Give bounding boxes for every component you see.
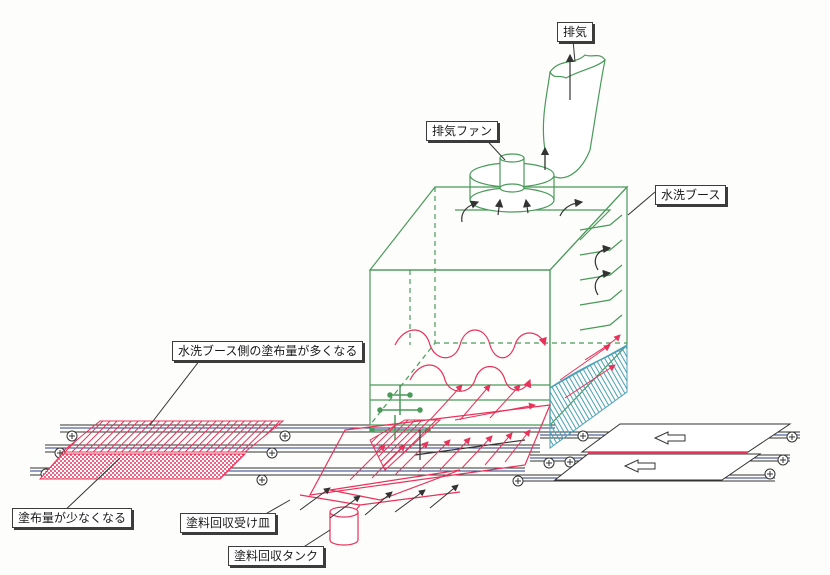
recovery-dark-arrows — [299, 484, 459, 519]
label-recovery-tank: 塗料回収タンク — [228, 546, 325, 566]
spray-gun-rig — [369, 385, 431, 440]
label-less-coating: 塗布量が少なくなる — [12, 508, 133, 528]
exhaust-duct — [542, 54, 606, 179]
label-recovery-tray: 塗料回収受け皿 — [180, 513, 277, 533]
label-more-coating: 水洗ブース側の塗布量が多くなる — [172, 341, 364, 361]
air-flow-arrows — [461, 53, 612, 296]
direction-arrow-icon — [623, 431, 686, 473]
panel-heavy-coating — [60, 420, 285, 453]
panel-right-lower — [553, 453, 762, 481]
recovery-tank — [329, 506, 359, 546]
paint-flow-wave — [394, 329, 547, 392]
exhaust-fan — [469, 153, 555, 213]
right-rollers — [512, 430, 798, 487]
label-exhaust: 排気 — [557, 22, 594, 42]
paint-flow-arrows — [349, 334, 621, 481]
label-exhaust-fan: 排気ファン — [426, 121, 499, 141]
label-water-booth: 水洗ブース — [655, 185, 727, 205]
panel-light-coating — [38, 453, 247, 480]
panel-right-upper — [580, 423, 792, 453]
